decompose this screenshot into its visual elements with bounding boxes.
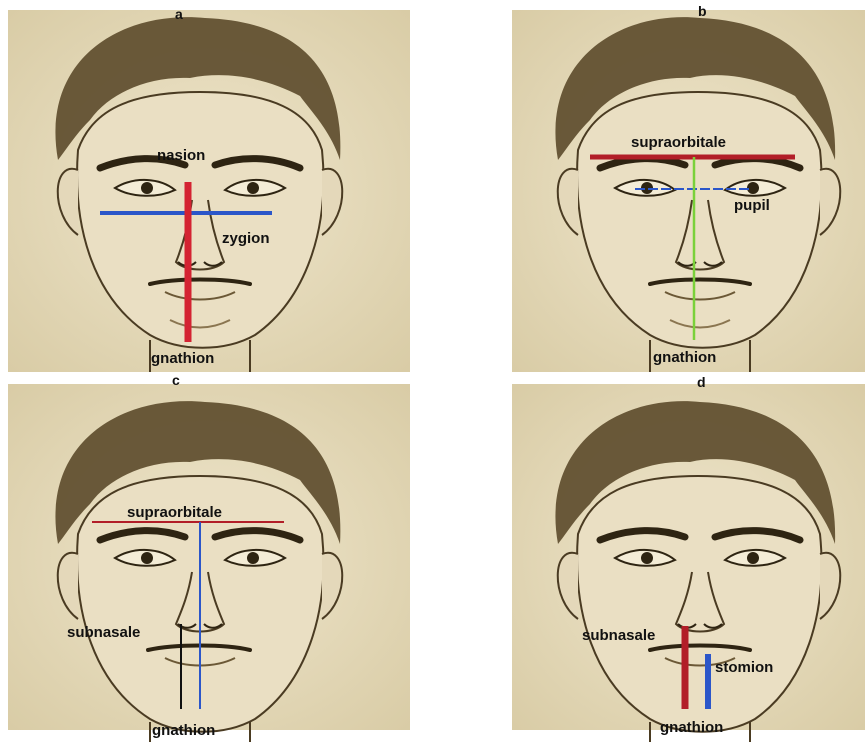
gnathion-label: gnathion [653, 349, 716, 366]
panel-letter: d [697, 374, 706, 390]
panel-c: c supraorbitale subnasale gnathion [0, 372, 420, 742]
panel-letter: a [175, 6, 183, 22]
panel-a-figure: a nasion zygion gnathion [0, 0, 420, 372]
panel-letter: c [172, 372, 180, 388]
subnasale-label: subnasale [67, 624, 140, 641]
stomion-label: stomion [715, 659, 773, 676]
subnasale-label: subnasale [582, 627, 655, 644]
panel-b-figure: b supraorbitale pupil gnathion [510, 0, 865, 372]
supraorbitale-label: supraorbitale [631, 134, 726, 151]
panel-b: b supraorbitale pupil gnathion [510, 0, 865, 372]
gnathion-label: gnathion [660, 719, 723, 736]
panel-d-figure: d subnasale stomion gnathion [510, 372, 865, 742]
panel-a: a nasion zygion gnathion [0, 0, 420, 372]
nasion-label: nasion [157, 147, 205, 164]
gnathion-label: gnathion [151, 350, 214, 367]
pupil-label: pupil [734, 197, 770, 214]
panel-c-figure: c supraorbitale subnasale gnathion [0, 372, 420, 742]
panel-d: d subnasale stomion gnathion [510, 372, 865, 742]
gnathion-label: gnathion [152, 722, 215, 739]
zygion-label: zygion [222, 230, 270, 247]
panel-letter: b [698, 3, 707, 19]
supraorbitale-label: supraorbitale [127, 504, 222, 521]
